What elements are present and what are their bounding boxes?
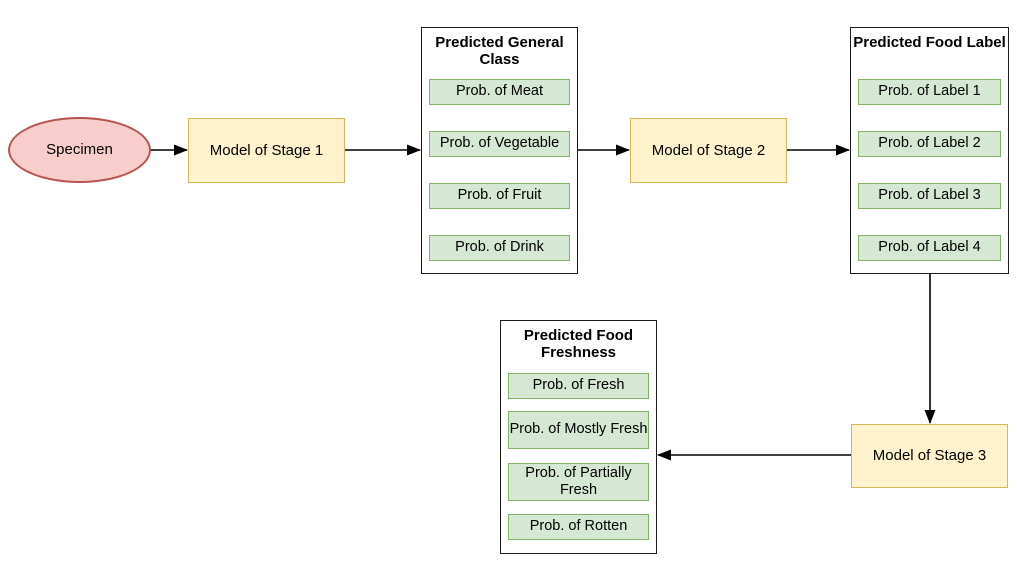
model-stage-1-label: Model of Stage 1: [209, 141, 324, 159]
prob-box-fresh: Prob. of Fresh: [508, 373, 649, 399]
model-stage-2-label: Model of Stage 2: [651, 141, 766, 159]
container-predicted-food-label: Predicted Food Label Prob. of Label 1 Pr…: [850, 27, 1009, 274]
container-predicted-general-class: Predicted General Class Prob. of Meat Pr…: [421, 27, 578, 274]
prob-box-label-3: Prob. of Label 3: [858, 183, 1001, 209]
node-model-stage-3: Model of Stage 3: [851, 424, 1008, 488]
prob-box-label-1: Prob. of Label 1: [858, 79, 1001, 105]
prob-box-meat: Prob. of Meat: [429, 79, 570, 105]
food-freshness-title: Predicted Food Freshness: [523, 327, 634, 362]
prob-box-label-2: Prob. of Label 2: [858, 131, 1001, 157]
node-model-stage-1: Model of Stage 1: [188, 118, 345, 183]
prob-box-label-4: Prob. of Label 4: [858, 235, 1001, 261]
general-class-title: Predicted General Class: [435, 34, 564, 69]
node-model-stage-2: Model of Stage 2: [630, 118, 787, 183]
prob-box-vegetable: Prob. of Vegetable: [429, 131, 570, 157]
food-label-title: Predicted Food Label: [853, 34, 1006, 51]
model-stage-3-label: Model of Stage 3: [872, 447, 987, 464]
prob-box-mostly-fresh: Prob. of Mostly Fresh: [508, 411, 649, 449]
node-specimen: Specimen: [8, 117, 151, 183]
specimen-label: Specimen: [46, 141, 113, 158]
container-predicted-food-freshness: Predicted Food Freshness Prob. of Fresh …: [500, 320, 657, 554]
prob-box-rotten: Prob. of Rotten: [508, 514, 649, 540]
prob-box-drink: Prob. of Drink: [429, 235, 570, 261]
prob-box-partially-fresh: Prob. of Partially Fresh: [508, 463, 649, 501]
prob-box-fruit: Prob. of Fruit: [429, 183, 570, 209]
